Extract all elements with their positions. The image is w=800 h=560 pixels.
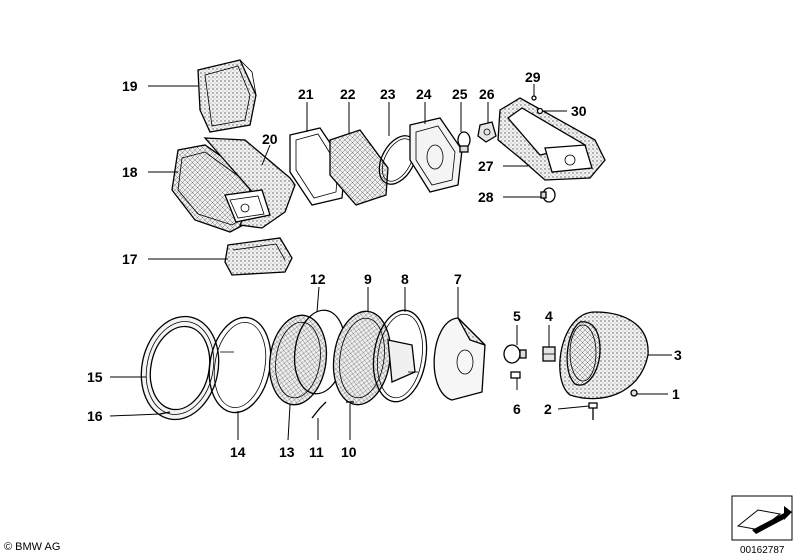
- label-10: 10: [341, 444, 357, 460]
- label-14: 14: [230, 444, 246, 460]
- part-2-bolt: [588, 402, 598, 420]
- part-5-bulb: [503, 344, 527, 364]
- part-26-socket: [477, 121, 497, 143]
- label-6: 6: [513, 401, 521, 417]
- label-3: 3: [674, 347, 682, 363]
- image-code: 00162787: [740, 545, 785, 556]
- part-6-bulb: [510, 371, 521, 379]
- part-30-nut: [536, 107, 544, 115]
- label-15: 15: [87, 369, 103, 385]
- label-22: 22: [340, 86, 356, 102]
- label-13: 13: [279, 444, 295, 460]
- label-23: 23: [380, 86, 396, 102]
- nav-arrow-icon: [731, 495, 793, 541]
- label-24: 24: [416, 86, 432, 102]
- label-4: 4: [545, 308, 553, 324]
- label-17: 17: [122, 251, 138, 267]
- label-7: 7: [454, 271, 462, 287]
- part-20-frame: [203, 137, 296, 229]
- part-3-housing: [559, 311, 649, 400]
- part-8-ring: [372, 309, 428, 403]
- label-20: 20: [262, 131, 278, 147]
- part-17-reflector: [224, 237, 293, 276]
- label-8: 8: [401, 271, 409, 287]
- label-2: 2: [544, 401, 552, 417]
- part-29-screw: [531, 95, 537, 101]
- label-18: 18: [122, 164, 138, 180]
- label-27: 27: [478, 158, 494, 174]
- part-1-clip: [630, 389, 638, 397]
- label-5: 5: [513, 308, 521, 324]
- part-15-trim-ring: [140, 315, 220, 421]
- copyright-text: © BMW AG: [4, 541, 61, 553]
- part-7-reflector: [433, 317, 486, 401]
- label-9: 9: [364, 271, 372, 287]
- label-26: 26: [479, 86, 495, 102]
- label-19: 19: [122, 78, 138, 94]
- label-28: 28: [478, 189, 494, 205]
- part-13-lens: [268, 314, 328, 406]
- part-22-lens: [329, 129, 389, 206]
- label-12: 12: [310, 271, 326, 287]
- part-4-socket: [542, 346, 556, 362]
- part-28-bulb: [540, 187, 556, 203]
- part-19-small-lamp: [197, 59, 257, 133]
- part-labels: 19 18 20 17 21 22 23 24 25 26 29 30 27 2…: [87, 69, 682, 460]
- part-25-bulb: [457, 131, 471, 153]
- label-21: 21: [298, 86, 314, 102]
- label-25: 25: [452, 86, 468, 102]
- part-11-spring: [311, 401, 327, 419]
- label-16: 16: [87, 408, 103, 424]
- part-24-housing: [409, 117, 463, 193]
- label-1: 1: [672, 386, 680, 402]
- part-16-screw: [159, 411, 171, 415]
- label-11: 11: [309, 444, 324, 460]
- leader-lines: [109, 84, 672, 441]
- label-29: 29: [525, 69, 541, 85]
- part-27-rear-lamp: [497, 97, 606, 181]
- label-30: 30: [571, 103, 587, 119]
